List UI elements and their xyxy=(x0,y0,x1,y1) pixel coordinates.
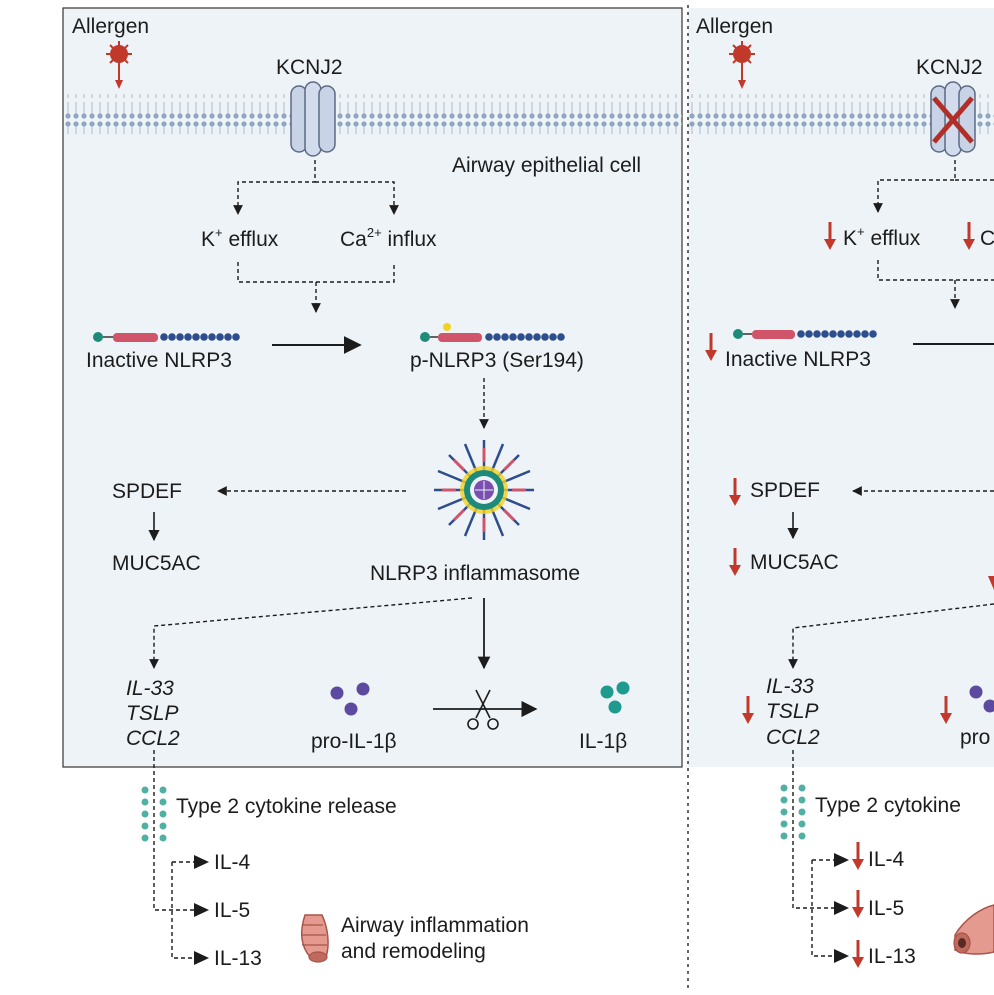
ccl2-label-right: CCL2 xyxy=(766,726,820,749)
p-nlrp3-molecule xyxy=(420,323,565,342)
il13-label-right: IL-13 xyxy=(868,945,916,968)
cytokine-release-arrows-right xyxy=(792,750,840,957)
cell-label: Airway epithelial cell xyxy=(452,154,641,177)
allergen-icon xyxy=(729,41,755,89)
inflammasome-label: NLRP3 inflammasome xyxy=(370,562,580,585)
inactive-nlrp3-molecule xyxy=(93,332,240,342)
il4-arrowhead-right xyxy=(834,853,849,867)
il5-arrowhead xyxy=(194,903,209,917)
kcnj2-knockout-icon xyxy=(930,81,976,157)
inactive-nlrp3-label: Inactive NLRP3 xyxy=(86,349,232,372)
il5-arrowhead-right xyxy=(834,901,849,915)
cytokine-dots-icon-right xyxy=(780,784,806,840)
airway-label-line2: and remodeling xyxy=(341,940,486,963)
il5-label-right: IL-5 xyxy=(868,897,904,920)
il13-down-icon xyxy=(850,938,866,970)
pro-il1b-icon xyxy=(330,682,370,716)
kcnj2-channel-icon xyxy=(290,81,336,157)
il1b-icon xyxy=(600,681,630,714)
kcnj2-label-right: KCNJ2 xyxy=(916,56,983,79)
il13-label: IL-13 xyxy=(214,947,262,970)
allergen-icon xyxy=(106,41,132,89)
il1b-label: IL-1β xyxy=(579,730,627,753)
kcnj2-label: KCNJ2 xyxy=(276,56,343,79)
channel-branch-arrows-right xyxy=(873,160,994,309)
il4-down-icon xyxy=(850,840,866,872)
k-efflux-label: K+ efflux xyxy=(201,225,279,251)
allergen-label-right: Allergen xyxy=(696,15,773,38)
il4-label-right: IL-4 xyxy=(868,848,905,871)
type2-label-right: Type 2 cytokine xyxy=(815,794,961,817)
allergen-label: Allergen xyxy=(72,15,149,38)
k-efflux-label-right: K+ efflux xyxy=(843,224,921,250)
inactive-nlrp3-label-right: Inactive NLRP3 xyxy=(725,348,871,371)
cytokine-release-arrows xyxy=(153,750,200,959)
il13-arrowhead xyxy=(194,951,209,965)
ccl2-label: CCL2 xyxy=(126,727,180,750)
membrane-left xyxy=(63,94,682,134)
inactive-nlrp3-molecule-right xyxy=(733,329,877,339)
il4-arrowhead xyxy=(194,855,209,869)
type2-label: Type 2 cytokine release xyxy=(176,795,397,818)
scissors-icon xyxy=(467,689,499,730)
channel-branch-arrows xyxy=(233,160,399,313)
il5-down-icon xyxy=(850,888,866,920)
inflammasome-downstream-arrows xyxy=(149,597,491,670)
spdef-label: SPDEF xyxy=(112,480,182,503)
ca-influx-label: Ca2+ influx xyxy=(340,225,437,251)
il13-arrowhead-right xyxy=(834,949,849,963)
il33-label-right: IL-33 xyxy=(766,675,814,698)
pro-il1b-icon-right xyxy=(969,685,994,713)
cell-body-left xyxy=(62,7,683,768)
muc5ac-label-right: MUC5AC xyxy=(750,551,839,574)
cytokine-dots-icon xyxy=(141,786,167,842)
muc5ac-label: MUC5AC xyxy=(112,552,201,575)
il4-label: IL-4 xyxy=(214,851,251,874)
inflammasome-down-partial xyxy=(988,576,994,590)
tslp-label: TSLP xyxy=(126,702,179,725)
il5-label: IL-5 xyxy=(214,899,250,922)
inflammasome-icon xyxy=(434,440,534,540)
airway-label-line1: Airway inflammation xyxy=(341,914,529,937)
tslp-label-right: TSLP xyxy=(766,700,819,723)
spdef-label-right: SPDEF xyxy=(750,479,820,502)
il33-label: IL-33 xyxy=(126,677,174,700)
pro-partial-label: pro xyxy=(960,726,990,749)
p-nlrp3-label: p-NLRP3 (Ser194) xyxy=(410,349,584,372)
airway-icon xyxy=(300,914,329,963)
ca-partial-label: C xyxy=(980,227,994,250)
airway-icon-right xyxy=(953,904,994,955)
pro-il1b-label: pro-IL-1β xyxy=(311,730,397,753)
